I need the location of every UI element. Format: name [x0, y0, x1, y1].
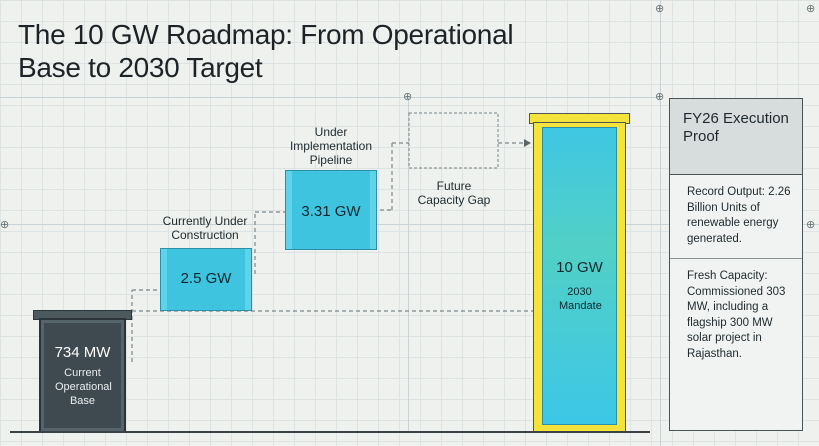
panel-heading: FY26 Execution Proof [670, 99, 802, 175]
stage-target-value: 10 GW [556, 259, 603, 276]
guide-line-horizontal-mid [0, 224, 819, 225]
panel-block-output: Record Output: 2.26 Billion Units of ren… [687, 186, 791, 245]
stage-construction-caption: Currently Under Construction [162, 214, 248, 242]
stage-base-face [39, 318, 126, 433]
crosshair-icon: ⊕ [655, 91, 665, 103]
crosshair-icon: ⊕ [806, 219, 816, 231]
stage-base-value: 734 MW [54, 344, 111, 361]
future-gap-caption: Future Capacity Gap [417, 179, 491, 207]
stage-base-caption: Current Operational Base [55, 367, 112, 407]
stage-construction-face [160, 248, 252, 311]
stage-target-inner [542, 127, 617, 425]
stage-construction-block: 2.5 GW [160, 248, 252, 311]
guide-line-vertical-right [660, 0, 661, 446]
stage-target-caption: 2030 Mandate [559, 286, 602, 312]
guide-line-vertical [408, 97, 409, 432]
crosshair-icon: ⊕ [0, 219, 10, 231]
stage-target-block: 10 GW 2030 Mandate [529, 113, 630, 433]
stage-base-block: 734 MW Current Operational Base [33, 310, 132, 433]
stage-pipeline-block: 3.31 GW [285, 170, 377, 250]
crosshair-icon: ⊕ [655, 3, 665, 15]
baseline [10, 431, 650, 433]
page-title: The 10 GW Roadmap: From Operational Base… [18, 19, 514, 83]
stage-pipeline-value: 3.31 GW [301, 203, 361, 220]
execution-proof-panel: FY26 Execution Proof Record Output: 2.26… [669, 98, 803, 431]
stage-pipeline-caption: Under Implementation Pipeline [289, 125, 373, 167]
future-gap-box [408, 112, 499, 169]
stage-pipeline-face [285, 170, 377, 250]
panel-block-capacity: Fresh Capacity: Commissioned 303 MW, inc… [687, 270, 786, 360]
guide-line-horizontal [0, 97, 660, 98]
crosshair-icon: ⊕ [806, 3, 816, 15]
panel-divider [670, 258, 802, 259]
crosshair-icon: ⊕ [403, 91, 413, 103]
stage-construction-value: 2.5 GW [180, 270, 232, 287]
